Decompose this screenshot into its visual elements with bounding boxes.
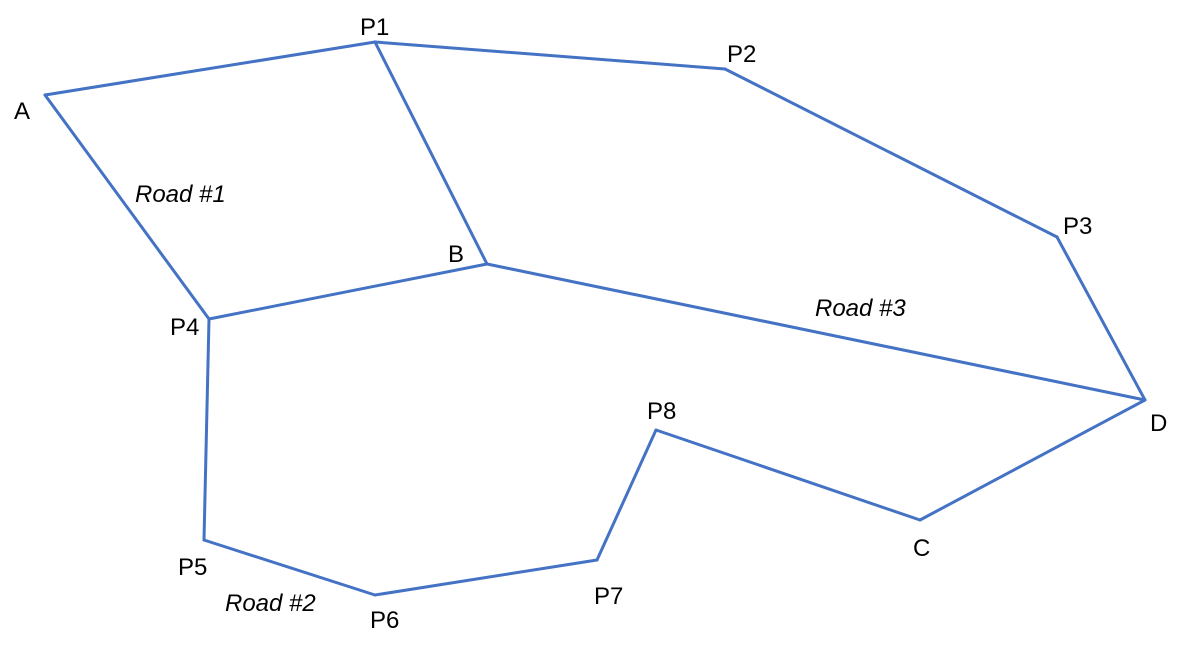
edge-p2-p3 xyxy=(723,67,1059,239)
edge-p8-c xyxy=(654,428,922,522)
node-label-p1: P1 xyxy=(360,14,389,41)
edge-b-d xyxy=(485,262,1147,402)
edge-p4-b xyxy=(207,262,489,321)
edge-a-p4 xyxy=(43,93,211,321)
edge-p5-p6 xyxy=(202,538,377,597)
edge-p4-p5 xyxy=(202,317,211,542)
road-label-3: Road #3 xyxy=(815,295,906,322)
edge-c-d xyxy=(918,398,1147,522)
edge-a-p1 xyxy=(43,40,377,97)
road-label-1: Road #1 xyxy=(135,181,226,208)
node-label-p4: P4 xyxy=(170,314,199,341)
edge-p3-d xyxy=(1055,235,1147,402)
node-label-a: A xyxy=(14,98,30,125)
edge-p7-p8 xyxy=(595,428,658,562)
node-label-p8: P8 xyxy=(647,398,676,425)
node-label-p5: P5 xyxy=(178,554,207,581)
edges xyxy=(43,40,1147,597)
node-label-p7: P7 xyxy=(594,583,623,610)
node-label-p3: P3 xyxy=(1063,213,1092,240)
node-label-b: B xyxy=(448,241,464,268)
node-label-d: D xyxy=(1150,410,1167,437)
edge-p1-p2 xyxy=(373,40,727,71)
road-label-2: Road #2 xyxy=(225,590,316,617)
road-labels: Road #1 Road #3 Road #2 xyxy=(135,181,906,617)
edge-p1-b xyxy=(373,40,489,266)
node-label-c: C xyxy=(913,535,930,562)
node-label-p2: P2 xyxy=(727,41,756,68)
edge-p6-p7 xyxy=(373,558,599,597)
node-label-p6: P6 xyxy=(370,607,399,634)
node-labels: A P1 P2 P3 B P4 D P8 C P5 P7 P6 xyxy=(14,14,1167,634)
